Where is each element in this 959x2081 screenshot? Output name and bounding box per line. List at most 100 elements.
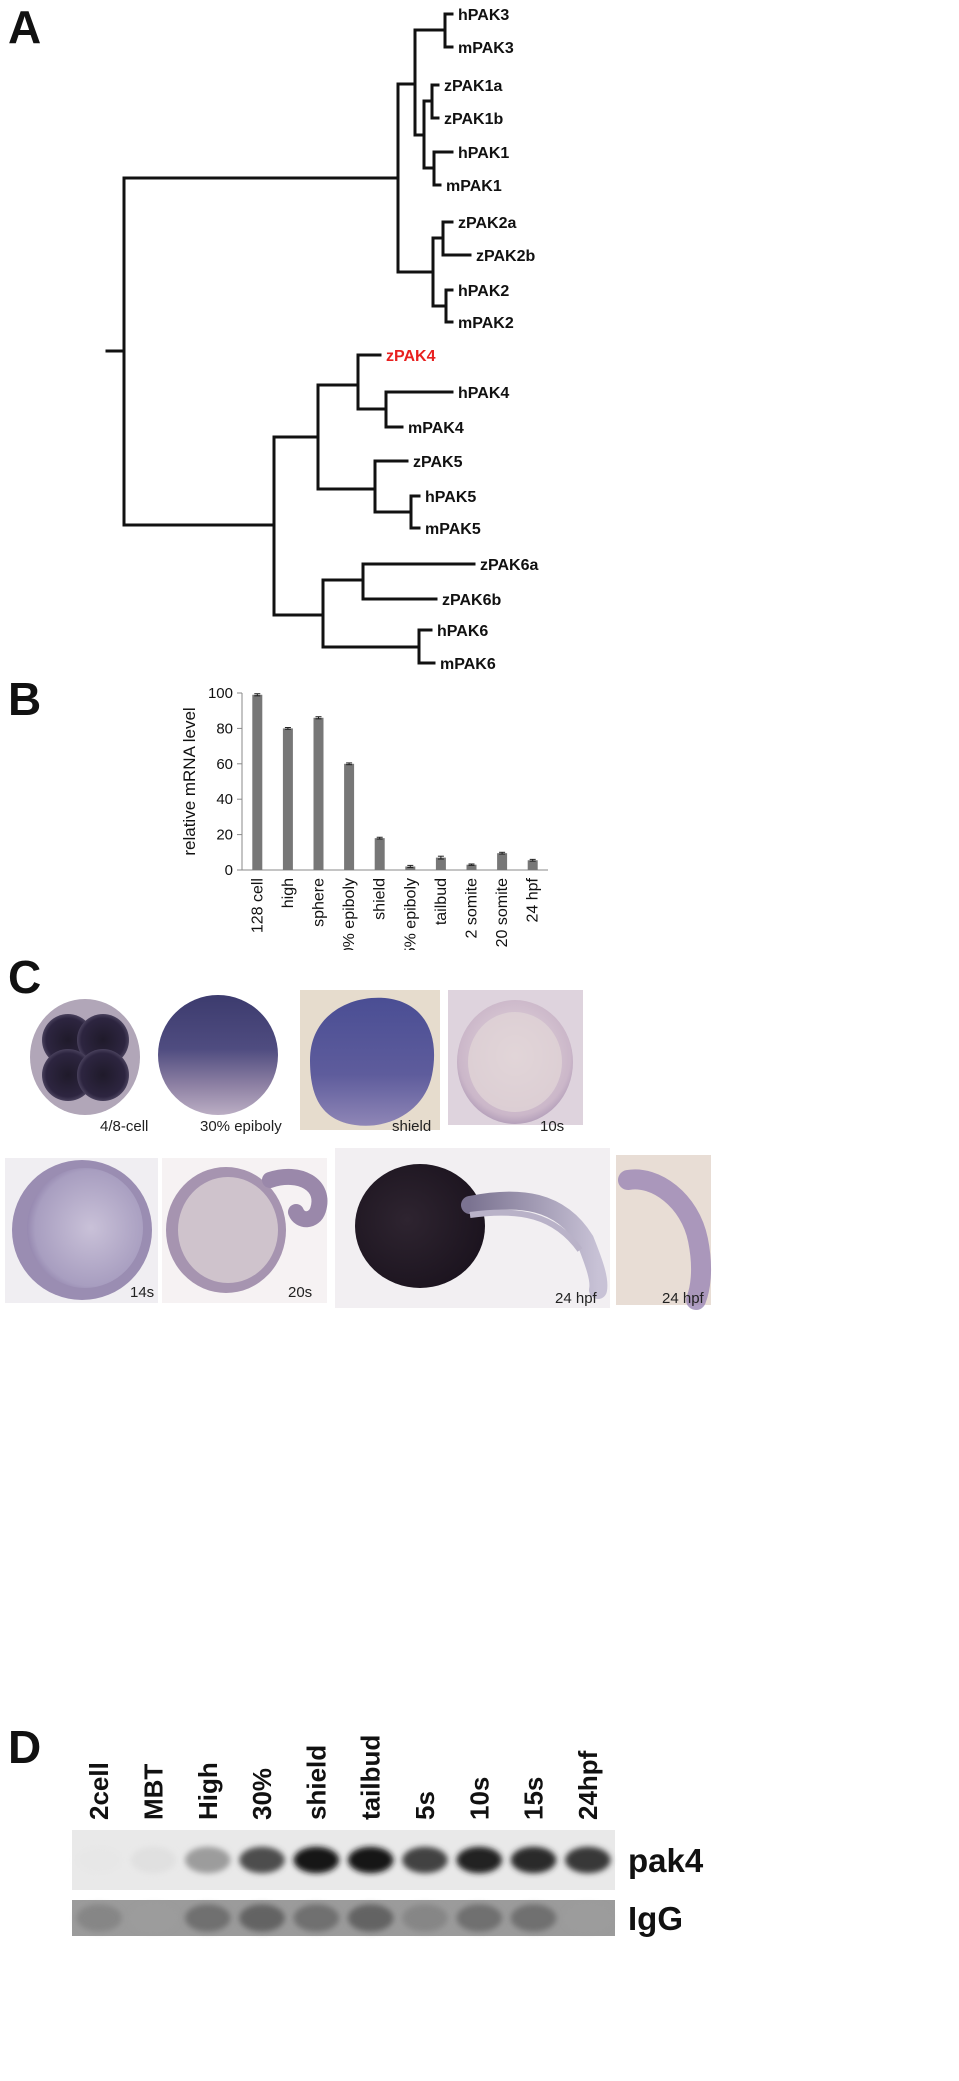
caption-20s: 20s [288,1284,313,1301]
tree-leaf-zPAK4: zPAK4 [386,348,436,365]
x-tick-label: tailbud [433,878,450,925]
caption-4-8-cell: 4/8-cell [100,1118,149,1135]
blot-lane-label: MBT [138,1764,168,1820]
embryo-shield [300,990,440,1130]
caption-shield: shield [392,1118,432,1135]
tree-leaf-mPAK6: mPAK6 [440,656,496,673]
blot-band [184,1846,231,1874]
bar [466,864,477,870]
y-axis-label: relative mRNA level [180,707,199,855]
caption-30-epiboly: 30% epiboly [200,1118,282,1135]
y-tick-label: 0 [225,862,233,879]
x-tick-label: 75% epiboly [402,878,419,950]
blot-rows [72,1830,615,1936]
embryo-30-epiboly [158,995,278,1115]
bar [497,853,508,870]
bar [313,717,324,870]
embryo-10s [448,990,583,1125]
blot-lane-label: tailbud [356,1735,386,1820]
blot-band [510,1904,557,1932]
bar-series [252,693,538,870]
phylogenetic-tree: hPAK3mPAK3zPAK1azPAK1bhPAK1mPAK1zPAK2azP… [105,7,538,673]
blot-band [402,1904,448,1932]
y-tick-label: 60 [216,756,233,773]
blot-band [347,1904,394,1932]
bar [252,694,263,870]
bar [527,860,538,870]
x-tick-label: sphere [311,878,328,927]
blot-band [510,1846,557,1874]
blot-band [76,1846,122,1874]
bar [282,728,293,870]
blot-band [293,1904,340,1932]
caption-24hpf-zoom: 24 hpf [662,1290,704,1307]
tree-leaf-zPAK5: zPAK5 [413,454,463,471]
tree-leaf-zPAK6a: zPAK6a [480,557,538,574]
blot-band [347,1846,394,1874]
bar [435,857,446,870]
blot-band [402,1846,448,1874]
blot-lane-label: 30% [247,1768,277,1820]
panel-letter-a: A [8,1,42,53]
blot-band [456,1904,503,1932]
tree-leaf-mPAK2: mPAK2 [458,315,514,332]
blot-band [130,1904,177,1932]
blot-band [184,1904,231,1932]
x-tick-label: 2 somite [464,878,481,939]
blot-band [130,1846,177,1874]
embryo-14s [5,1158,158,1303]
blot-band [565,1846,611,1874]
tree-leaf-hPAK4: hPAK4 [458,385,509,402]
tree-leaf-hPAK3: hPAK3 [458,7,509,24]
panel-letter-d: D [8,1721,42,1773]
tree-leaf-mPAK4: mPAK4 [408,420,464,437]
embryo-20s [162,1158,328,1303]
tree-leaf-zPAK2a: zPAK2a [458,215,516,232]
caption-14s: 14s [130,1284,155,1301]
tree-leaf-mPAK5: mPAK5 [425,521,481,538]
x-tick-label: high [280,878,297,908]
blot-lane-label: 10s [464,1777,494,1820]
blot-band [76,1904,122,1932]
blot-row-label-igg: IgG [628,1900,683,1937]
blot-band [293,1846,340,1874]
tree-leaf-hPAK6: hPAK6 [437,623,488,640]
tree-leaf-mPAK1: mPAK1 [446,178,502,195]
tree-leaf-mPAK3: mPAK3 [458,40,514,57]
caption-24hpf: 24 hpf [555,1290,597,1307]
blot-band [565,1904,611,1932]
tree-leaf-zPAK1a: zPAK1a [444,78,502,95]
tree-leaf-zPAK1b: zPAK1b [444,111,503,128]
embryo-24hpf [335,1148,610,1308]
tree-leaf-labels: hPAK3mPAK3zPAK1azPAK1bhPAK1mPAK1zPAK2azP… [386,7,538,673]
y-tick-label: 100 [208,685,233,702]
x-tick-label: 24 hpf [525,877,542,922]
blot-row-label-pak4: pak4 [628,1842,704,1879]
bar [344,763,355,870]
blot-band [239,1846,285,1874]
tree-leaf-zPAK6b: zPAK6b [442,592,501,609]
x-tick-label: 128 cell [249,878,266,933]
blot-lane-label: shield [301,1745,331,1820]
y-tick-label: 40 [216,791,233,808]
panel-letter-c: C [8,951,42,1003]
blot-row-igg [72,1900,615,1936]
blot-lane-label: 24hpf [573,1750,603,1820]
blot-lane-label: 5s [410,1791,440,1820]
blot-band [456,1846,503,1874]
embryo-4-8-cell [30,999,140,1115]
embryo-24hpf-zoom [616,1155,712,1310]
tree-leaf-zPAK2b: zPAK2b [476,248,535,265]
x-tick-label: shield [372,878,389,920]
tree-leaf-hPAK5: hPAK5 [425,489,476,506]
caption-10s: 10s [540,1118,565,1135]
blot-band [239,1904,285,1932]
tree-branches [105,12,476,665]
